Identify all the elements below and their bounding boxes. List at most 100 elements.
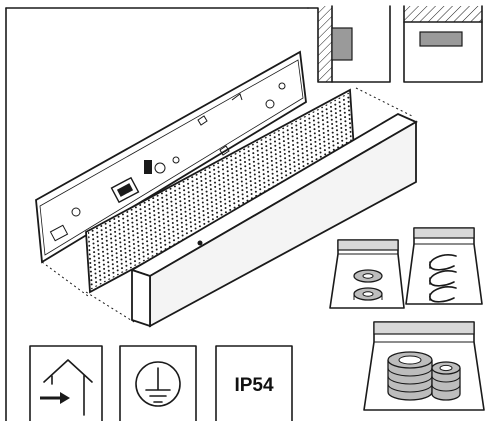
perforation-hole [295,133,298,136]
perforation-hole [235,161,237,164]
perforation-hole [167,224,170,227]
perforation-hole [328,151,331,154]
perforation-hole [218,187,221,190]
perforation-hole [254,186,257,189]
perforation-hole [162,213,165,216]
perforation-hole [233,202,236,205]
perforation-hole [158,229,161,231]
perforation-hole [339,118,342,121]
perforation-hole [196,190,199,193]
perforation-hole [309,130,312,133]
perforation-hole [102,263,105,266]
ceiling-unit-gray [419,31,463,47]
perforation-hole [211,205,214,208]
perforation-hole [102,259,105,262]
perforation-hole [237,200,240,202]
perforation-hole [340,131,343,134]
perforation-hole [267,170,269,173]
perforation-hole [315,153,318,156]
wall-section-flush [307,5,391,83]
perforation-hole [330,105,332,108]
perforation-hole [291,139,294,142]
perforation-hole [183,202,186,205]
perforation-hole [332,144,335,147]
perforation-hole [254,177,257,180]
perforation-hole [152,205,155,208]
perforation-hole [213,177,216,180]
perforation-hole [124,256,127,259]
perforation-hole [90,274,93,277]
perforation-hole [305,145,308,148]
perforation-hole [98,270,101,273]
perforation-hole [142,255,145,258]
perforation-hole [145,231,148,234]
perforation-hole [232,185,235,188]
perforation-hole [226,174,229,177]
perforation-hole [301,156,304,159]
perforation-hole [214,194,217,197]
perforation-hole [187,182,190,185]
perforation-hole [257,154,259,156]
perforation-hole [148,212,151,215]
ceiling-section [403,5,483,83]
perforation-hole [220,213,223,216]
perforation-hole [179,196,181,198]
perforation-hole [117,220,120,222]
perforation-hole [184,206,187,209]
perforation-hole [105,239,108,242]
perforation-hole [214,190,217,193]
perforation-hole [241,193,244,196]
perforation-hole [164,243,167,246]
perforation-hole [205,182,207,184]
perforation-hole [141,238,144,241]
perforation-hole [270,151,273,154]
perforation-hole [195,173,198,176]
perforation-hole [113,226,116,229]
perforation-hole [114,230,117,233]
perforation-hole [299,126,302,129]
perforation-hole [266,158,269,160]
perforation-hole [185,223,188,226]
perforation-hole [218,179,221,182]
perforation-hole [170,204,173,207]
perforation-hole [141,242,144,245]
perforation-hole [263,181,266,184]
perforation-hole [323,140,326,143]
perforation-hole [278,142,281,145]
perforation-hole [136,223,139,226]
perforation-hole [224,207,227,209]
perforation-hole [282,140,285,143]
perforation-hole [196,182,199,185]
perforation-hole [124,247,127,250]
perforation-hole [135,214,138,217]
perforation-hole [323,136,325,139]
perforation-hole [330,114,333,117]
perforation-hole [313,128,316,131]
perforation-hole [244,165,247,168]
perforation-hole [135,219,138,222]
perforation-hole [189,217,192,219]
perforation-hole [236,178,239,181]
perforation-hole [340,127,343,129]
perforation-hole [336,133,339,136]
perforation-hole [341,139,344,142]
perforation-hole [283,144,286,147]
perforation-hole [174,194,177,196]
perforation-hole [92,246,95,249]
perforation-hole [322,127,325,130]
perforation-hole [214,185,217,188]
perforation-hole [120,258,123,261]
perforation-hole [196,195,199,198]
perforation-hole [234,157,237,160]
perforation-hole [157,211,160,214]
perforation-hole [179,204,182,207]
perforation-hole [144,218,147,221]
perforation-hole [270,155,273,158]
perforation-hole [241,184,244,187]
perforation-hole [338,101,341,104]
perforation-hole [282,131,285,134]
perforation-hole [153,222,156,225]
perforation-hole [327,133,330,136]
perforation-hole [185,227,188,230]
perforation-hole [202,214,205,217]
